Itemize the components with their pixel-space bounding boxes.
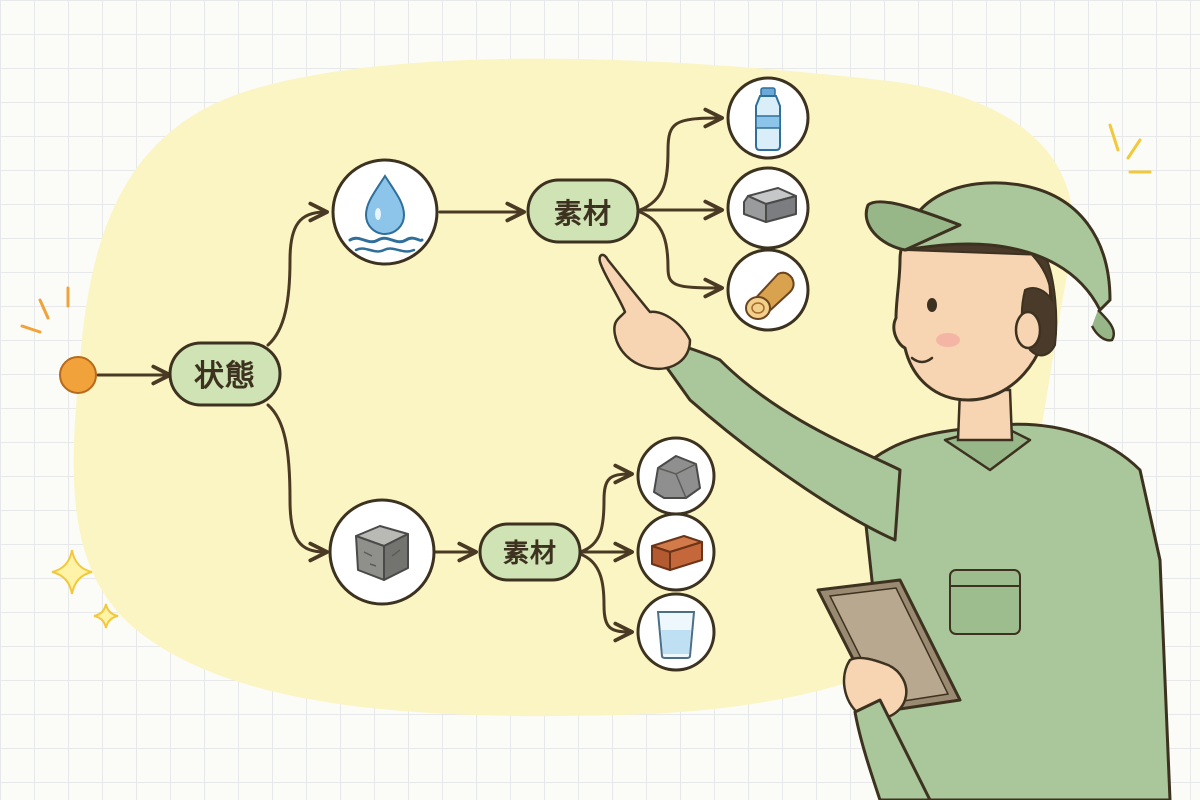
sparkle-left-icon: [20, 286, 70, 334]
stone-cube-icon: [328, 498, 436, 606]
connector-material-to-cup: [578, 552, 634, 643]
water-drop-icon: [331, 158, 439, 266]
start-dot: [59, 356, 97, 394]
sparkle-right-icon: [1108, 123, 1152, 174]
star-sparkle-small-icon: [93, 603, 119, 629]
liquid-material-label: 素材: [554, 197, 612, 230]
connector-material-to-log: [638, 210, 724, 299]
brick-icon: [636, 512, 716, 592]
liquid-material-node: 素材: [526, 178, 640, 244]
glass-cup-icon: [636, 592, 716, 672]
metal-ingot-icon: [726, 166, 810, 250]
connector-material-to-bottle: [638, 107, 724, 212]
rock-icon: [636, 436, 716, 516]
star-sparkle-icon: [51, 549, 93, 595]
solid-material-node: 素材: [478, 522, 582, 582]
plastic-bottle-icon: [726, 76, 810, 160]
solid-material-label: 素材: [503, 539, 557, 569]
connector-material-to-rock: [578, 463, 634, 554]
connector-root-to-liquid: [266, 201, 329, 347]
root-node: 状態: [168, 341, 282, 407]
root-node-label: 状態: [194, 359, 256, 394]
wood-log-icon: [726, 248, 810, 332]
connector-root-to-solid: [266, 403, 329, 563]
worker-character: [598, 181, 1172, 800]
